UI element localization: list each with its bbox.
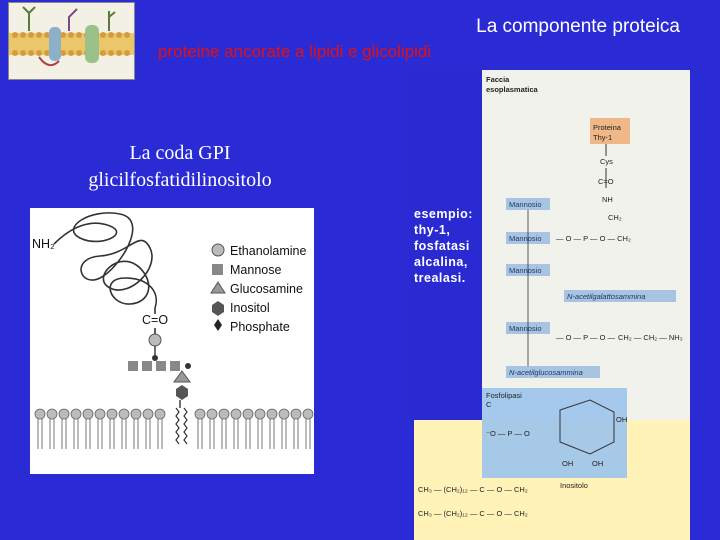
face-label-2: esoplasmatica — [486, 85, 539, 94]
inositol-legend-icon — [212, 301, 224, 316]
fatty-chain-1: CH₃ — (CH₂)₁₂ — C — O — CH₂ — [418, 485, 528, 494]
mannose-label-2: Mannosio — [509, 234, 542, 243]
protein-label-1: Proteina — [593, 123, 622, 132]
svg-text:— O — P — O — CH₂: — O — P — O — CH₂ — [556, 234, 631, 243]
ethanolamine-legend-icon — [211, 243, 225, 257]
legend-inositol: Inositol — [230, 301, 270, 315]
slide-subtitle: proteine ancorate a lipidi e glicolipidi — [158, 42, 432, 61]
gpi-heading-full-name: glicilfosfatidilinositolo — [88, 169, 272, 191]
legend-phosphate: Phosphate — [230, 320, 290, 334]
ethanolamine-unit — [148, 333, 162, 347]
inositol-unit — [176, 385, 188, 400]
example-text: esempio: thy-1, fosfatasi alcalina, trea… — [414, 206, 473, 286]
inositol-label: Inositolo — [560, 481, 588, 490]
phosphate-legend-icon — [214, 319, 222, 331]
mannose-unit — [156, 361, 166, 371]
phospholipase-label-1: Fosfolipasi — [486, 391, 522, 400]
carbonyl-label: C=O — [142, 313, 168, 327]
mannose-unit — [170, 361, 180, 371]
mannose-legend-icon — [212, 264, 223, 275]
gpi-structure-figure: Faccia esoplasmatica Proteina Thy-1 Cys … — [410, 70, 690, 540]
mannose-unit — [128, 361, 138, 371]
acetylgalactosamine-label: N-acetilgalattosammina — [567, 292, 645, 301]
nh2-label: NH₂ — [32, 237, 55, 251]
example-line: esempio: — [414, 207, 473, 221]
glucosamine-unit — [173, 370, 191, 383]
membrane-thumbnail — [8, 2, 135, 80]
cys-label: Cys — [600, 157, 613, 166]
protein-chain — [53, 212, 157, 309]
nh-label: NH — [602, 195, 613, 204]
ch2-label-1: CH₂ — [608, 213, 622, 222]
legend-mannose: Mannose — [230, 263, 281, 277]
example-line: trealasi. — [414, 271, 466, 285]
oh-label-1: OH — [616, 415, 627, 424]
legend-ethanolamine: Ethanolamine — [230, 244, 306, 258]
protein-label-2: Thy-1 — [593, 133, 612, 142]
legend-glucosamine: Glucosamine — [230, 282, 303, 296]
fatty-chain-2: CH₃ — (CH₂)₁₂ — C — O — CH₂ — [418, 509, 528, 518]
oh-label-2: OH — [562, 459, 573, 468]
ethanolamine-chain: CH₂ — CH₂ — NH₃ — [618, 333, 683, 342]
inositol-ring — [559, 399, 615, 455]
lipid-bilayer — [34, 408, 314, 420]
example-line: alcalina, — [414, 255, 468, 269]
carbonyl-label-right: C=O — [598, 177, 614, 186]
acetylglucosamine-label: N-acetilglucosammina — [509, 368, 583, 377]
mannose-label-1: Mannosio — [509, 200, 542, 209]
svg-text:— O — P — O —: — O — P — O — — [556, 333, 616, 342]
example-line: thy-1, — [414, 223, 451, 237]
phosphate-unit — [152, 355, 158, 361]
gpi-anchor-figure: NH₂ C=O Etha — [30, 208, 314, 474]
svg-text:⁻O — P — O: ⁻O — P — O — [486, 429, 530, 438]
mannose-label-3: Mannosio — [509, 266, 542, 275]
mannose-unit — [142, 361, 152, 371]
glucosamine-legend-icon — [210, 281, 226, 294]
phosphate-unit — [185, 363, 191, 369]
gpi-heading: La coda GPI — [129, 142, 231, 164]
example-line: fosfatasi — [414, 239, 470, 253]
phospholipase-label-2: C — [486, 400, 492, 409]
mannose-label-4: Mannosio — [509, 324, 542, 333]
slide-title: La componente proteica — [476, 16, 680, 37]
oh-label-3: OH — [592, 459, 603, 468]
face-label-1: Faccia — [486, 75, 510, 84]
